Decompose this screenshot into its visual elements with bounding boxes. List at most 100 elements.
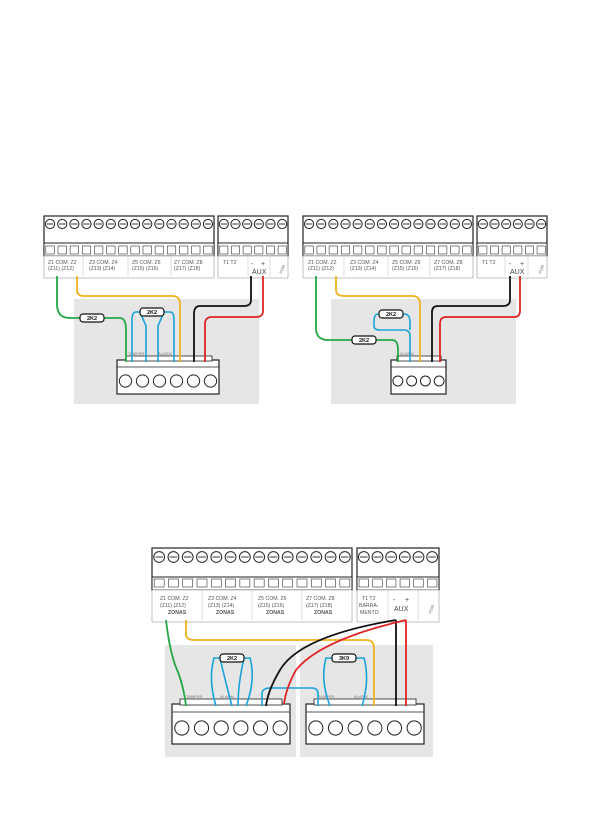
d3-zone-wire-slot xyxy=(310,578,322,588)
d1-device-screw xyxy=(118,374,133,388)
d1-aux-wire-slot xyxy=(219,245,229,255)
zone-label-1b: (Z11) (Z12) xyxy=(160,603,186,609)
pgm-label: PGM xyxy=(427,604,435,614)
d1-zone-wire-slot xyxy=(130,245,140,255)
minus-label: - xyxy=(251,261,254,268)
d1-zone-wire-slot xyxy=(203,245,213,255)
wire-blue-link xyxy=(261,687,319,706)
resistor-a-label: 2K2 xyxy=(227,656,237,662)
zone-label-1a: Z1 COM. Z2 xyxy=(48,260,77,266)
zone-label-2b: (Z13) (Z14) xyxy=(89,266,116,272)
zone-label-2c: ZONAS xyxy=(216,610,235,616)
d1-zone-wire-slot xyxy=(179,245,189,255)
d3-zone-wire-slot xyxy=(153,578,165,588)
d2-aux-wire-slot xyxy=(525,245,534,255)
d2-device-screw xyxy=(406,375,418,387)
d3-device-right-screw xyxy=(386,720,403,736)
d2-zone-wire-slot xyxy=(340,245,351,255)
d1-aux-wire-slot xyxy=(242,245,252,255)
zone-label-4b: (Z17) (Z18) xyxy=(306,603,333,609)
d1-aux-wire-slot xyxy=(254,245,264,255)
wire-black xyxy=(431,276,511,362)
device-divider xyxy=(296,645,300,757)
zone-label-4b: (Z17) (Z18) xyxy=(174,266,201,272)
wire-red xyxy=(283,619,407,706)
resistor-b-label: 2K2 xyxy=(359,338,369,344)
d1-zone-wire-slot xyxy=(106,245,116,255)
minus-label: - xyxy=(393,597,396,604)
d2-device-screw xyxy=(392,375,404,387)
d3-zone-wire-slot xyxy=(225,578,236,588)
d2-zone-wire-slot xyxy=(401,245,411,255)
plus-label: + xyxy=(520,261,524,268)
diagram-1: Z1 COM. Z2 (Z11) (Z12) Z3 COM. Z4 (Z13) … xyxy=(43,215,289,404)
tamper-label-left: TAMPER xyxy=(186,694,202,699)
wire-green xyxy=(315,276,399,362)
zone-label-3c: ZONAS xyxy=(266,610,285,616)
d3-device-left-screw xyxy=(252,720,269,736)
zone-label-1b: (Z11) (Z12) xyxy=(308,266,334,272)
pgm-label: PGM xyxy=(537,264,545,274)
d2-zone-wire-slot xyxy=(389,245,399,255)
d3-zone-wire-slot xyxy=(239,578,251,588)
zone-label-3b: (Z15) (Z16) xyxy=(258,603,285,609)
d2-zone-wire-slot xyxy=(328,245,338,255)
zone-label-3a: Z5 COM. Z6 xyxy=(132,260,161,266)
d2-zone-wire-slot xyxy=(413,245,423,255)
plus-label: + xyxy=(261,261,265,268)
minus-label: - xyxy=(509,261,512,268)
d2-zone-wire-slot xyxy=(438,245,448,255)
d2-aux-wire-slot xyxy=(490,245,499,255)
d3-device-left-screw xyxy=(193,720,210,736)
d1-zone-wire-slot xyxy=(45,245,55,255)
d3-zone-wire-slot xyxy=(325,578,336,588)
zone-label-2a: Z3 COM. Z4 xyxy=(208,596,237,602)
wire-blue xyxy=(373,313,411,362)
resistor-a-label: 2K2 xyxy=(386,312,396,318)
wire-black xyxy=(265,619,397,707)
d3-aux-wire-slot xyxy=(413,578,424,588)
d2-zone-wire-slot xyxy=(377,245,387,255)
d3-zone-wire-slot xyxy=(296,578,308,588)
zone-label-2a: Z3 COM. Z4 xyxy=(350,260,379,266)
d3-aux-wire-slot xyxy=(386,578,397,588)
d2-aux-wire-slot xyxy=(536,245,546,255)
wire-red xyxy=(204,276,264,362)
zone-label-3b: (Z15) (Z16) xyxy=(132,266,159,272)
zone-label-4a: Z7 COM. Z8 xyxy=(174,260,203,266)
wire-green xyxy=(165,619,187,707)
plus-label: + xyxy=(405,597,409,604)
t-label: T1 T2 xyxy=(223,260,237,266)
zone-label-1b: (Z11) (Z12) xyxy=(48,266,74,272)
d1-zone-wire-slot xyxy=(191,245,201,255)
alarm-label-left: ALARM xyxy=(220,694,234,699)
d2-zone-wire-slot xyxy=(304,245,314,255)
zone-label-2a: Z3 COM. Z4 xyxy=(89,260,118,266)
zone-label-1a: Z1 COM. Z2 xyxy=(160,596,189,602)
resistor-a-label: 2K2 xyxy=(87,316,97,322)
d1-zone-wire-slot xyxy=(118,245,128,255)
d1-device-screw xyxy=(152,374,167,388)
d3-device-right-screw xyxy=(406,720,422,736)
d3-zone-wire-slot xyxy=(182,578,194,588)
alarm-label: ALARM xyxy=(400,351,414,356)
zone-label-3b: (Z15) (Z16) xyxy=(392,266,419,272)
d3-device-left-screw xyxy=(213,720,229,736)
zone-label-1c: ZONAS xyxy=(168,610,187,616)
d2-aux-wire-slot xyxy=(501,245,511,255)
d2-device-screw xyxy=(419,375,431,387)
device-terminal-right xyxy=(305,698,425,745)
zone-label-4a: Z7 COM. Z8 xyxy=(434,260,463,266)
diagram-3: Z1 COM. Z2 (Z11) (Z12) ZONAS Z3 COM. Z4 … xyxy=(151,547,440,757)
d1-zone-wire-slot xyxy=(166,245,177,255)
zone-label-2b: (Z13) (Z14) xyxy=(350,266,377,272)
d1-zone-wire-slot xyxy=(154,245,164,255)
d2-zone-wire-slot xyxy=(462,245,472,255)
d2-device-screw xyxy=(433,375,445,387)
d1-zone-wire-slot xyxy=(57,245,67,255)
d1-device-screw xyxy=(169,374,184,388)
alarm-label: ALARM xyxy=(158,351,172,356)
d3-zone-wire-slot xyxy=(210,578,222,588)
wire-blue-left xyxy=(210,657,254,707)
